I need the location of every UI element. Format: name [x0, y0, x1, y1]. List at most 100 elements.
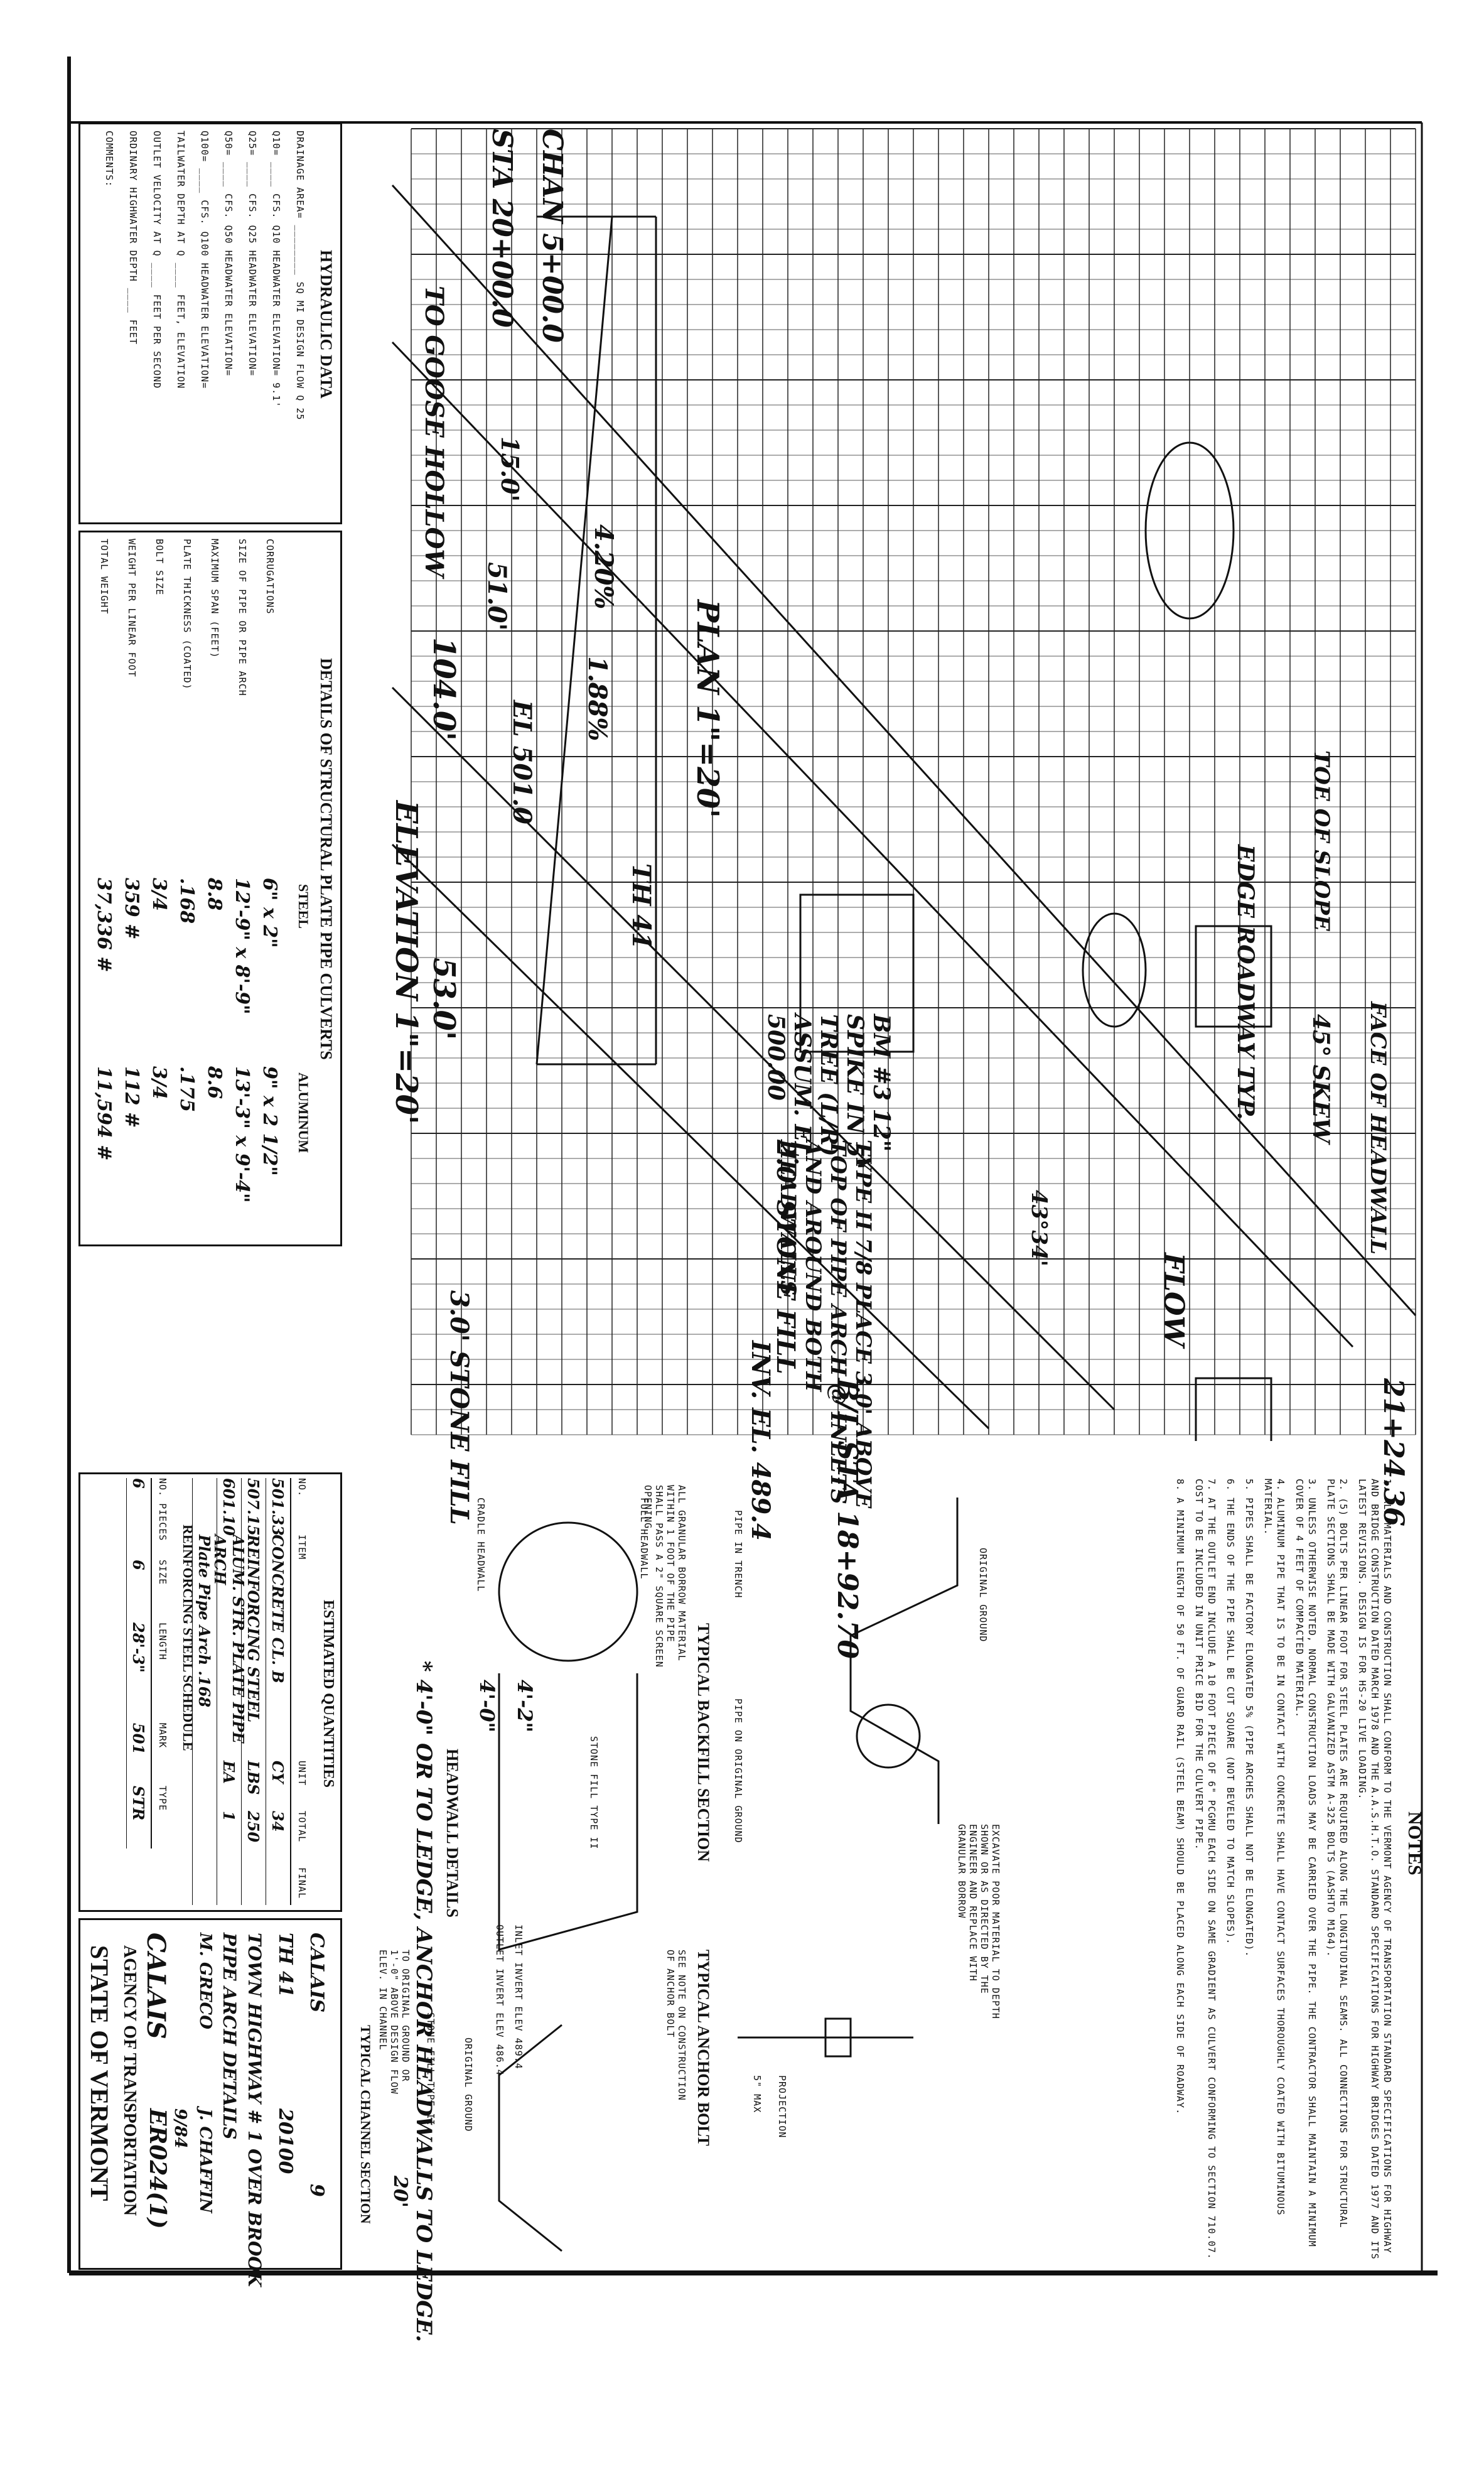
title-highway: TH 41: [274, 1933, 296, 1997]
details-row-alum: .175: [176, 1066, 198, 1113]
quantities-box: ESTIMATED QUANTITIES NO. ITEM UNIT TOTAL FIN…: [78, 1472, 342, 1912]
details-row-steel: .168: [176, 878, 198, 924]
plan-flow: FLOW: [1158, 1253, 1190, 1347]
table-header-cell: ITEM: [296, 1535, 308, 1560]
table-header-cell: SIZE: [157, 1560, 168, 1585]
plan-elevation-area: STA 20+00.0 CHAN 5+00.0 TO GOOSE HOLLOW …: [348, 122, 1428, 1659]
details-row-steel: 37,336 #: [93, 878, 116, 973]
table-cell: 34: [269, 1811, 288, 1832]
table-header-cell: NO.: [296, 1478, 308, 1498]
notes-title: NOTES: [1404, 1811, 1425, 1876]
plan-dim-51: 51.0': [482, 562, 512, 631]
hydraulic-row: OUTLET VELOCITY AT Q ____ FEET PER SECON…: [151, 131, 163, 389]
plan-angle: 43°34': [1026, 1190, 1051, 1267]
title-drawn: M. GRECO: [196, 1933, 215, 2029]
details-row-alum: 8.6: [203, 1066, 226, 1099]
title-desc2: PIPE ARCH DETAILS: [219, 1933, 240, 2140]
table-header-row: NO. ITEM UNIT TOTAL FINAL: [290, 1478, 313, 1905]
note-item: 7. AT THE OUTLET END INCLUDE A 10 FOOT P…: [1193, 1479, 1217, 2260]
details-row-steel: 8.8: [203, 878, 226, 911]
title-desc1: TOWN HIGHWAY # 1 OVER BROOK: [244, 1933, 265, 2287]
table-cell: Plate Pipe Arch .168: [195, 1535, 214, 1708]
plan-dim-53: 53.0': [426, 958, 461, 1040]
details-row-alum: 9" x 2 1/2": [259, 1066, 281, 1176]
plan-face-headwall: FACE OF HEADWALL: [1365, 1001, 1390, 1255]
plan-slope1: 4.20%: [589, 524, 618, 610]
plan-pipe-slope: 1.88%: [583, 656, 612, 742]
details-row-alum: 3/4: [148, 1066, 171, 1099]
grid-svg: [391, 128, 1417, 1441]
hydraulic-row: ORDINARY HIGHWATER DEPTH ____ FEET: [127, 131, 139, 345]
table-cell: EA: [220, 1761, 239, 1784]
table-header-cell: LENGTH: [157, 1622, 168, 1661]
table-header-cell: FINAL: [296, 1867, 308, 1899]
plan-dim-15: 15.0': [496, 436, 524, 502]
hydraulic-row: DRAINAGE AREA= ________ SQ MI DESIGN FLO…: [294, 131, 306, 421]
notes-list: 1. ALL MATERIALS AND CONSTRUCTION SHALL …: [1168, 1479, 1394, 2264]
note-item: 1. ALL MATERIALS AND CONSTRUCTION SHALL …: [1357, 1479, 1393, 2260]
note-item: 4. ALUMINUM PIPE THAT IS TO BE IN CONTAC…: [1262, 1479, 1286, 2216]
title-project: ER024(1): [144, 2108, 171, 2229]
plan-to-goose: TO GOOSE HOLLOW: [419, 286, 449, 578]
title-sheet: 20100: [274, 2108, 296, 2174]
details-row: MAXIMUM SPAN (FEET) 8.8 8.6: [201, 539, 229, 1229]
note-item: 5. PIPES SHALL BE FACTORY ELONGATED 5% (…: [1244, 1479, 1255, 1958]
details-row: PLATE THICKNESS (COATED).168.175: [173, 539, 201, 1229]
details-row-steel: 12'-9" x 8'-9": [231, 878, 254, 1015]
details-row-alum: 11,594 #: [93, 1066, 116, 1161]
quantities-title: ESTIMATED QUANTITIES: [320, 1600, 336, 1788]
note-item: 3. UNLESS OTHERWISE NOTED, NORMAL CONSTR…: [1294, 1479, 1318, 2247]
details-row-label: TOTAL WEIGHT: [99, 539, 110, 615]
hydraulic-rows: DRAINAGE AREA= ________ SQ MI DESIGN FLO…: [91, 131, 306, 420]
details-row-alum: 13'-3" x 9'-4": [231, 1066, 254, 1203]
hydraulic-row: TAILWATER DEPTH AT Q ____ FEET, ELEVATIO…: [175, 131, 186, 389]
table-header-cell: TOTAL: [296, 1811, 308, 1843]
details-box: DETAILS OF STRUCTURAL PLATE PIPE CULVERT…: [78, 531, 342, 1246]
details-row-label: BOLT SIZE: [154, 539, 165, 596]
hydraulic-data-box: HYDRAULIC DATA DRAINAGE AREA= ________ S…: [78, 122, 342, 524]
details-col-aluminum: ALUMINUM: [296, 1072, 311, 1153]
title-town: CALAIS: [306, 1933, 328, 2013]
details-row-alum: 112 #: [121, 1066, 143, 1128]
plan-th41: TH 41: [626, 863, 656, 950]
details-row-steel: 6" x 2": [259, 878, 281, 948]
title-date: 9/84: [171, 2108, 190, 2149]
note-item: 8. A MINIMUM LENGTH OF 50 FT. OF GUARD R…: [1175, 1479, 1186, 2115]
table-header-cell: MARK: [157, 1723, 168, 1749]
hydraulic-row: Q25= ____ CFS. Q25 HEADWATER ELEVATION=: [247, 131, 258, 377]
details-row-label: SIZE OF PIPE OR PIPE ARCH: [237, 539, 248, 696]
rotated-drawing: HYDRAULIC DATA DRAINAGE AREA= ________ S…: [69, 122, 1428, 2342]
table-cell: CY: [269, 1761, 288, 1784]
table-cell: CONCRETE CL. B: [269, 1535, 288, 1683]
details-row: TOTAL WEIGHT 37,336 # 11,594 #: [90, 539, 118, 1229]
title-calais: CALAIS: [141, 1933, 171, 2039]
detail-sketches: [498, 1498, 959, 2252]
reinforcing-title: REINFORCING STEEL SCHEDULE: [180, 1525, 196, 1751]
plan-sta-top: STA 20+00.0: [486, 129, 518, 328]
details-row-label: WEIGHT PER LINEAR FOOT: [126, 539, 137, 677]
table-cell: 6: [129, 1560, 148, 1570]
table-cell: STR: [129, 1786, 148, 1821]
plan-dim-104: 104.0': [426, 637, 461, 741]
notes-section: NOTES 1. ALL MATERIALS AND CONSTRUCTION …: [1051, 1472, 1428, 2270]
bottom-tables: ESTIMATED QUANTITIES NO. ITEM UNIT TOTAL FIN…: [78, 1472, 342, 2287]
details-row-label: MAXIMUM SPAN (FEET): [209, 539, 220, 659]
table-header-cell: NO. PIECES: [157, 1478, 168, 1541]
table-cell: 601.10: [220, 1478, 239, 1536]
table-header-cell: UNIT: [296, 1761, 308, 1786]
table-cell: 507.15: [244, 1478, 263, 1536]
hydraulic-row: COMMENTS:: [104, 131, 115, 188]
plan-edge-roadway: EDGE ROADWAY TYP.: [1232, 845, 1259, 1120]
plan-skew: 45° SKEW: [1308, 1014, 1334, 1143]
details-row: SIZE OF PIPE OR PIPE ARCH 12'-9" x 8'-9" 1…: [229, 539, 256, 1229]
